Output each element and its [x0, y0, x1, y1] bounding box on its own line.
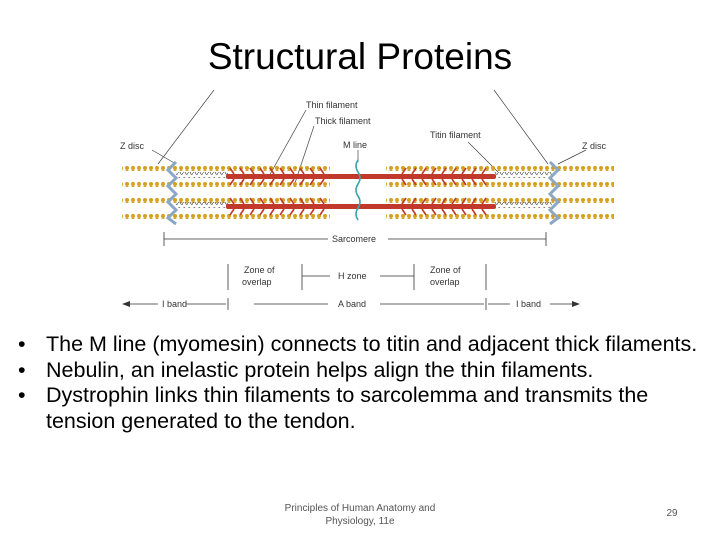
- label-zone-overlap-left-2: overlap: [242, 277, 272, 287]
- label-thick-filament: Thick filament: [315, 116, 371, 126]
- thin-filament: [122, 166, 330, 171]
- label-titin-filament: Titin filament: [430, 130, 481, 140]
- label-thin-filament: Thin filament: [306, 100, 358, 110]
- z-disc-right: [547, 160, 561, 226]
- thick-filament-lower: [226, 197, 496, 216]
- bullet-item: • The M line (myomesin) connects to titi…: [18, 332, 718, 358]
- thin-filament: [122, 182, 330, 187]
- slide-title: Structural Proteins: [207, 36, 513, 77]
- label-sarcomere: Sarcomere: [332, 234, 376, 244]
- m-line: [355, 159, 361, 221]
- bullet-dot-icon: •: [18, 357, 26, 382]
- footer-line-1: Principles of Human Anatomy and: [284, 503, 436, 514]
- filament-array: [122, 159, 614, 226]
- label-i-band-right: I band: [516, 299, 541, 309]
- label-z-disc-right: Z disc: [582, 141, 607, 151]
- label-zone-overlap-right-1: Zone of: [430, 265, 461, 275]
- label-zone-overlap-left-1: Zone of: [244, 265, 275, 275]
- sarcomere-diagram-svg: Thin filament Thick filament Titin filam…: [120, 89, 614, 310]
- titin-spring: [176, 202, 228, 208]
- label-z-disc-left: Z disc: [120, 141, 145, 151]
- label-m-line: M line: [343, 140, 367, 150]
- sarcomere-diagram: Thin filament Thick filament Titin filam…: [118, 86, 618, 314]
- titin-spring: [494, 172, 552, 178]
- bullet-text: Dystrophin links thin filaments to sarco…: [46, 383, 649, 433]
- footer-line-2: Physiology, 11e: [325, 516, 395, 527]
- bullet-text: The M line (myomesin) connects to titin …: [46, 332, 698, 356]
- bullet-text: Nebulin, an inelastic protein helps alig…: [46, 357, 594, 382]
- pointer-lines: [151, 89, 587, 187]
- label-h-zone: H zone: [338, 271, 367, 281]
- slide-footer: Principles of Human Anatomy and Physiolo…: [270, 502, 450, 528]
- label-a-band: A band: [338, 299, 366, 309]
- sarcomere-bracket: [163, 232, 547, 246]
- thin-filament: [386, 198, 614, 203]
- label-zone-overlap-right-2: overlap: [430, 277, 460, 287]
- z-disc-left: [165, 160, 179, 226]
- thick-filament-upper: [226, 167, 496, 186]
- thin-filament: [386, 166, 614, 171]
- bullet-dot-icon: •: [18, 332, 26, 356]
- thin-filament: [122, 214, 330, 219]
- band-arrows: [122, 298, 580, 310]
- titin-spring: [176, 172, 228, 178]
- bullet-item: • Nebulin, an inelastic protein helps al…: [18, 358, 718, 384]
- bullet-list: • The M line (myomesin) connects to titi…: [18, 332, 718, 434]
- page-number: 29: [666, 508, 678, 519]
- bullet-dot-icon: •: [18, 383, 26, 407]
- titin-spring: [494, 202, 552, 208]
- thin-filament: [386, 182, 614, 187]
- zone-brackets: [227, 264, 487, 290]
- bullet-item: • Dystrophin links thin filaments to sar…: [18, 383, 718, 434]
- thin-filament: [122, 198, 330, 203]
- label-i-band-left: I band: [162, 299, 187, 309]
- thin-filament: [386, 214, 614, 219]
